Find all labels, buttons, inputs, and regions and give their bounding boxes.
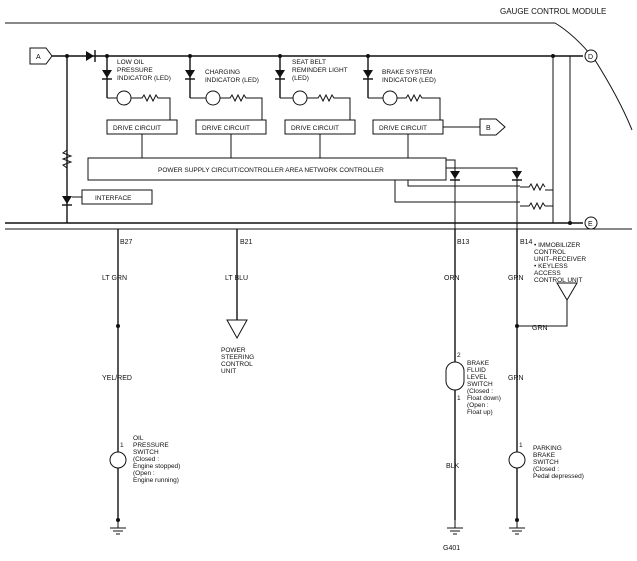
parking-brake-switch-label: PARKING BRAKE SWITCH (Closed : Pedal dep… [533,445,584,480]
ground-b27-icon [110,520,126,535]
connector-e [584,216,598,230]
connector-d [584,49,598,63]
b13-feed [446,159,456,229]
power-supply-label: POWER SUPPLY CIRCUIT/CONTROLLER AREA NET… [158,167,384,174]
oil-pressure-switch-label: OIL PRESSURE SWITCH (Closed : Engine sto… [133,435,182,484]
wire-orn-label: ORN [444,275,460,282]
parking-brake-switch-icon [508,451,526,469]
pin-b27: B27 [120,239,133,246]
drive-circuit-4-label: DRIVE CIRCUIT [379,125,427,132]
immobilizer-label: • IMMOBILIZER CONTROL UNIT–RECEIVER • KE… [534,242,588,284]
interface-diode-icon [62,196,72,204]
parking-brake-pin: 1 [519,442,523,449]
oil-pressure-switch-icon [109,451,127,469]
junction-b27 [116,324,120,328]
drive-links [141,134,409,158]
ground-b14-icon [509,520,525,535]
wire-grn-label-3: GRN [508,375,524,382]
b13-diode-icon [450,171,460,179]
wire-blk-label: BLK [446,463,460,470]
connector-a [29,47,53,65]
brake-fluid-pin-top: 2 [457,352,461,359]
ground-g401-label: G401 [443,545,460,552]
b14-feed [446,167,518,229]
pin-b21: B21 [240,239,253,246]
output-b-label: B [486,125,491,132]
right-riser [545,56,554,191]
resistor-lower [520,201,546,211]
drive-circuit-2-label: DRIVE CIRCUIT [202,125,250,132]
immobilizer-wire [517,300,568,327]
module-title: GAUGE CONTROL MODULE [500,7,606,16]
wire-lt-grn-label: LT GRN [102,275,127,282]
indicator-brake-system [363,54,441,120]
b14-diode-icon [512,171,522,179]
indicator-seat-belt-label: SEAT BELT REMINDER LIGHT (LED) [292,59,349,82]
ps-right-links [394,180,520,203]
connector-e-label: E [588,221,593,228]
wire-lt-blu-label: LT BLU [225,275,248,282]
wire-yel-red-label: YEL/RED [102,375,132,382]
input-diode-icon [86,51,94,61]
power-supply-bar [87,157,447,181]
ground-g401-icon [447,520,463,535]
indicator-charging-label: CHARGING INDICATOR (LED) [205,69,259,84]
interface-label: INTERFACE [95,195,132,202]
connector-a-label: A [36,54,41,61]
resistor-upper [520,182,546,192]
wire-grn-label-1: GRN [508,275,524,282]
pin-b14: B14 [520,239,533,246]
immobilizer-arrow [556,282,578,301]
right-lower-bus [545,190,554,223]
pin-b13: B13 [457,239,470,246]
indicator-low-oil [102,54,171,120]
oil-pressure-pin: 1 [120,442,124,449]
power-steering-label: POWER STEERING CONTROL UNIT [221,347,256,375]
drive-circuit-3-label: DRIVE CIRCUIT [291,125,339,132]
brake-fluid-pin-bottom: 1 [457,395,461,402]
indicator-charging [185,54,263,120]
brake-fluid-switch-label: BRAKE FLUID LEVEL SWITCH (Closed : Float… [467,360,503,416]
indicator-seat-belt [275,54,351,120]
connector-d-label: D [588,54,593,61]
indicator-brake-system-label: BRAKE SYSTEM INDICATOR (LED) [382,69,436,84]
drive-circuit-1-label: DRIVE CIRCUIT [113,125,161,132]
wire-grn-label-2: GRN [532,325,548,332]
left-resistor [61,149,73,169]
output-b-arrow [479,118,506,136]
brake-fluid-switch-icon [445,361,465,391]
indicator-low-oil-label: LOW OIL PRESSURE INDICATOR (LED) [117,59,171,82]
power-steering-arrow [226,319,248,340]
